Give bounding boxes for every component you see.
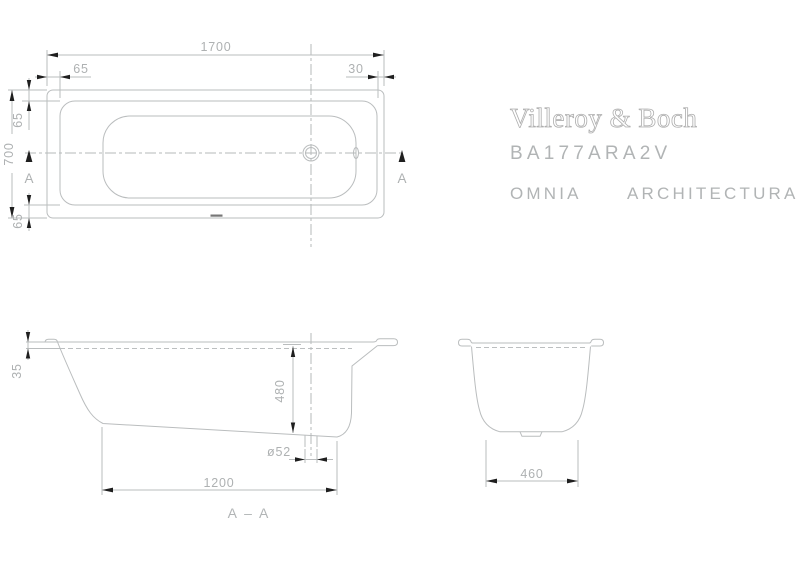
rim-logo-mark bbox=[210, 214, 223, 217]
dim-1200-text: 1200 bbox=[203, 476, 234, 490]
dim-460-text: 460 bbox=[520, 467, 543, 481]
dim-65-bottom: 65 bbox=[11, 193, 60, 231]
dim-1700-text: 1700 bbox=[200, 40, 231, 54]
dim-1200: 1200 bbox=[101, 427, 338, 495]
side-tub-profile bbox=[57, 341, 378, 438]
dim-65-bottom-text: 65 bbox=[11, 213, 25, 229]
dim-1700: 1700 bbox=[46, 40, 385, 86]
series-name-word2: ARCHITECTURA bbox=[627, 184, 799, 203]
dim-460: 460 bbox=[485, 440, 579, 487]
tub-basin-outline bbox=[102, 115, 357, 199]
tub-outer-rim-outline bbox=[46, 89, 385, 219]
dim-drain-text: ø52 bbox=[267, 445, 291, 459]
end-left-lip bbox=[457, 338, 473, 347]
side-rim-top-line bbox=[26, 338, 399, 347]
end-right-lip bbox=[589, 338, 605, 347]
drain-stub bbox=[304, 435, 318, 447]
top-view: 1700 65 30 700 65 bbox=[2, 40, 407, 247]
dim-700: 700 bbox=[2, 89, 47, 219]
section-marker-left: A bbox=[24, 150, 34, 186]
series-name-word1: OMNIA bbox=[510, 184, 582, 203]
dim-35: 35 bbox=[10, 330, 31, 379]
dim-30-text: 30 bbox=[348, 62, 364, 76]
dim-30-right: 30 bbox=[346, 62, 396, 98]
dim-480-text: 480 bbox=[273, 379, 287, 402]
side-view-section: 35 480 ø52 1200 A – A bbox=[10, 330, 399, 521]
dim-700-text: 700 bbox=[2, 142, 16, 165]
section-label: A – A bbox=[228, 505, 271, 521]
brand-block: Villeroy & Boch BA177ARA2V OMNIA ARCHITE… bbox=[510, 103, 799, 203]
section-arrow-left bbox=[25, 150, 33, 162]
dim-65-top: 65 bbox=[11, 78, 60, 130]
section-letter-left: A bbox=[24, 171, 33, 186]
end-view: 460 bbox=[457, 338, 605, 487]
dim-480: 480 bbox=[273, 344, 301, 433]
brand-logo-text: Villeroy & Boch bbox=[510, 103, 697, 133]
dim-35-text: 35 bbox=[10, 363, 24, 379]
model-number-text: BA177ARA2V bbox=[510, 143, 671, 164]
end-drain-recess bbox=[519, 431, 543, 437]
dim-65-top-text: 65 bbox=[11, 112, 25, 128]
section-arrow-right bbox=[398, 150, 406, 162]
end-tub-profile bbox=[471, 346, 591, 433]
section-marker-right: A bbox=[397, 150, 407, 186]
dim-drain-diameter: ø52 bbox=[267, 445, 333, 463]
dim-65-left: 65 bbox=[35, 62, 91, 98]
dim-65-left-text: 65 bbox=[73, 62, 89, 76]
side-head-lip bbox=[44, 338, 58, 343]
section-letter-right: A bbox=[397, 171, 406, 186]
